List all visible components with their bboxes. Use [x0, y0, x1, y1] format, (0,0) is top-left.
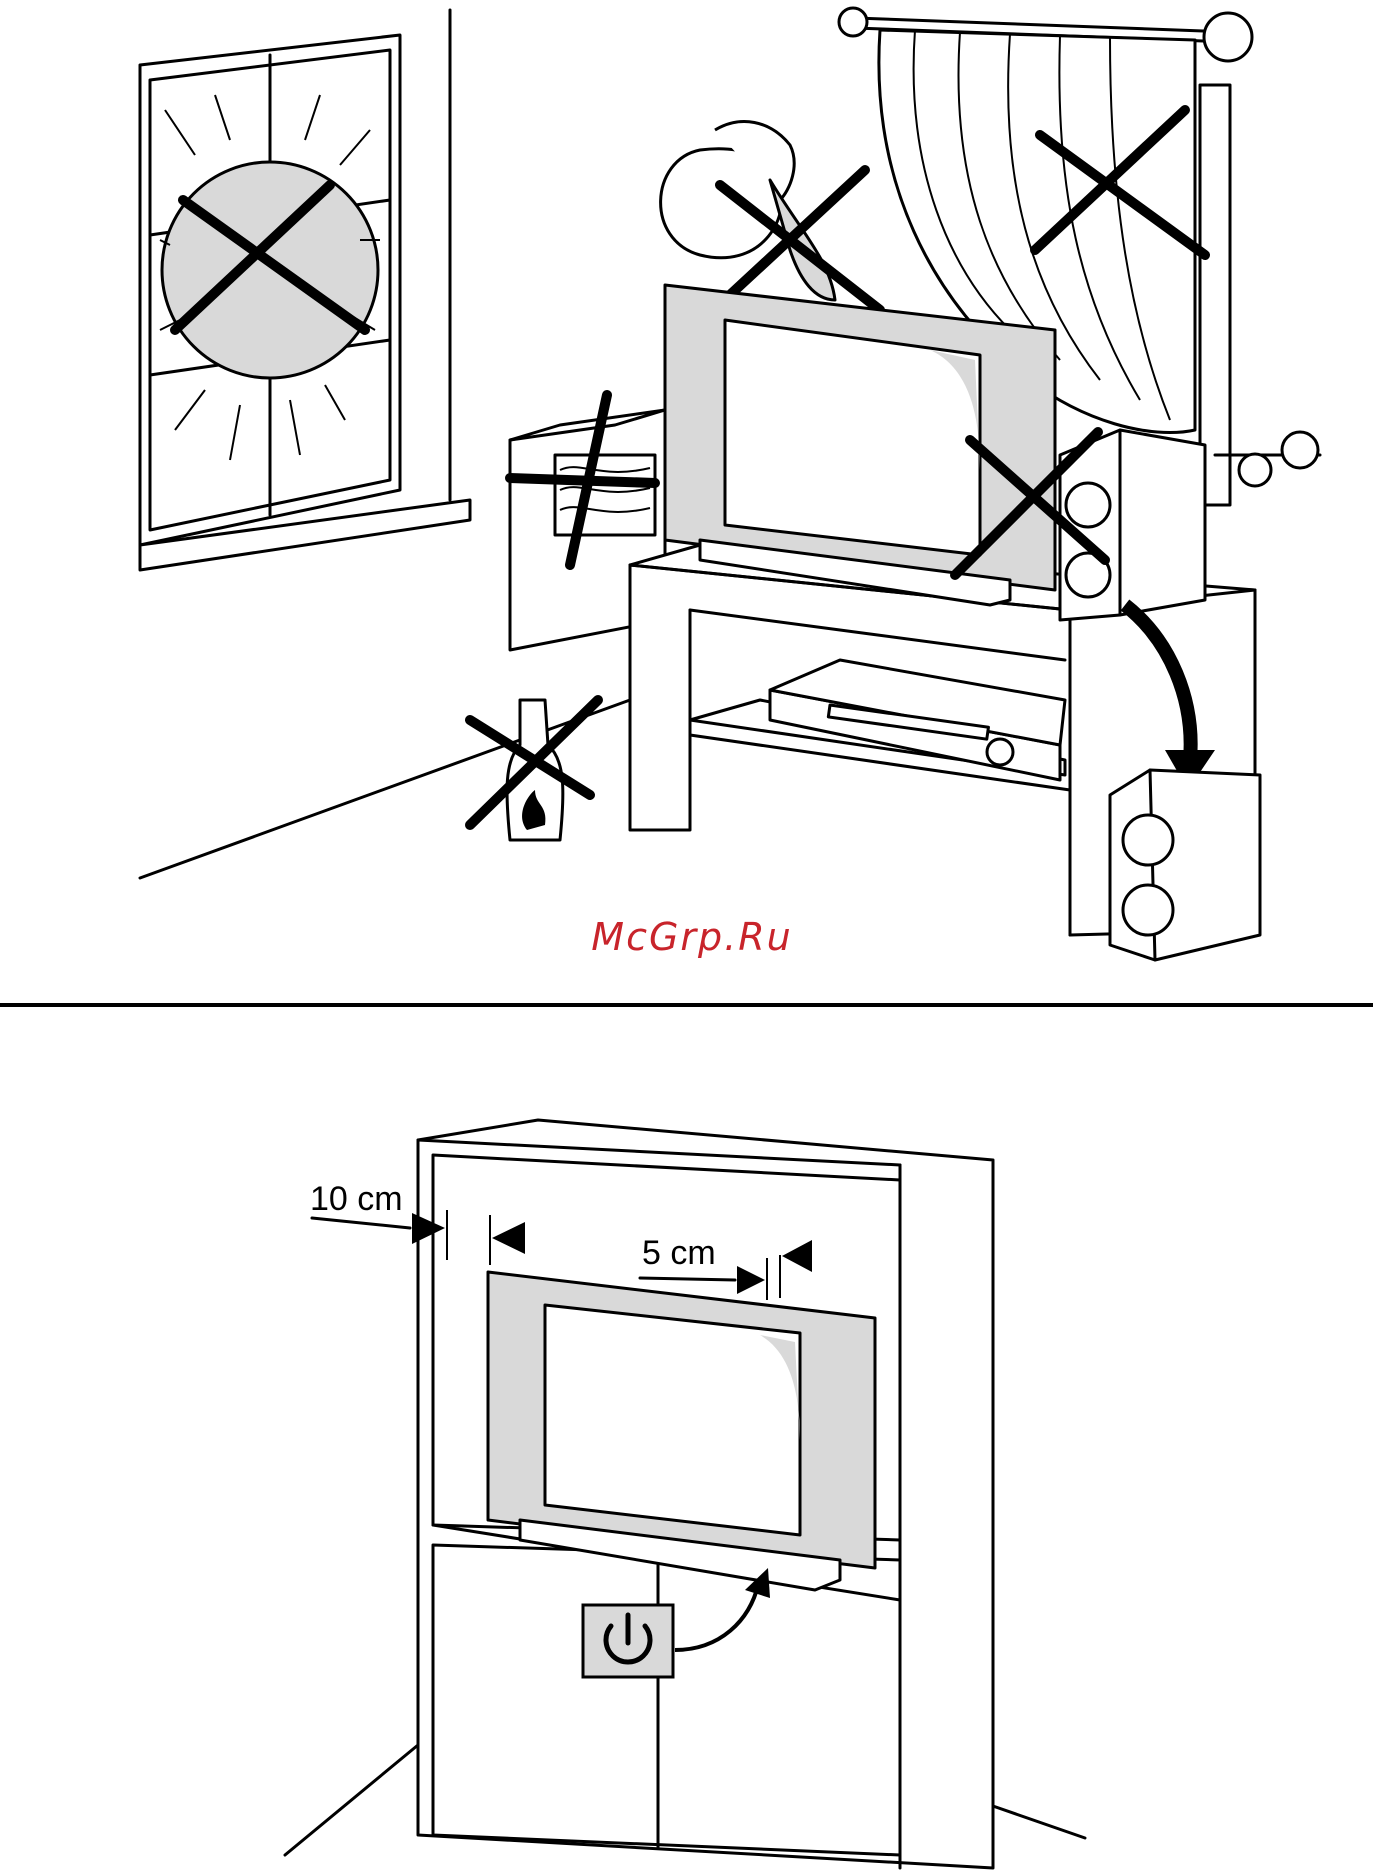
player-knob	[987, 739, 1013, 765]
cabinet-scene: 10 cm 5 cm	[285, 1120, 1085, 1868]
top-clearance-label: 5 cm	[642, 1234, 716, 1272]
television-top	[665, 285, 1055, 605]
cross-mark-icon	[510, 478, 655, 483]
room-scene: McGrp.Ru	[140, 8, 1320, 960]
top-leader-line	[640, 1278, 735, 1280]
speaker-lower	[1110, 770, 1260, 960]
floor-line-right	[990, 1805, 1085, 1838]
watermark-text: McGrp.Ru	[591, 915, 792, 959]
side-clearance-label: 10 cm	[310, 1180, 403, 1218]
floor-line-left	[285, 1745, 418, 1855]
window	[140, 35, 470, 570]
television-bottom	[488, 1272, 875, 1590]
side-leader-line	[312, 1218, 410, 1228]
speaker-upper	[1060, 430, 1205, 620]
sun-icon	[162, 162, 378, 378]
